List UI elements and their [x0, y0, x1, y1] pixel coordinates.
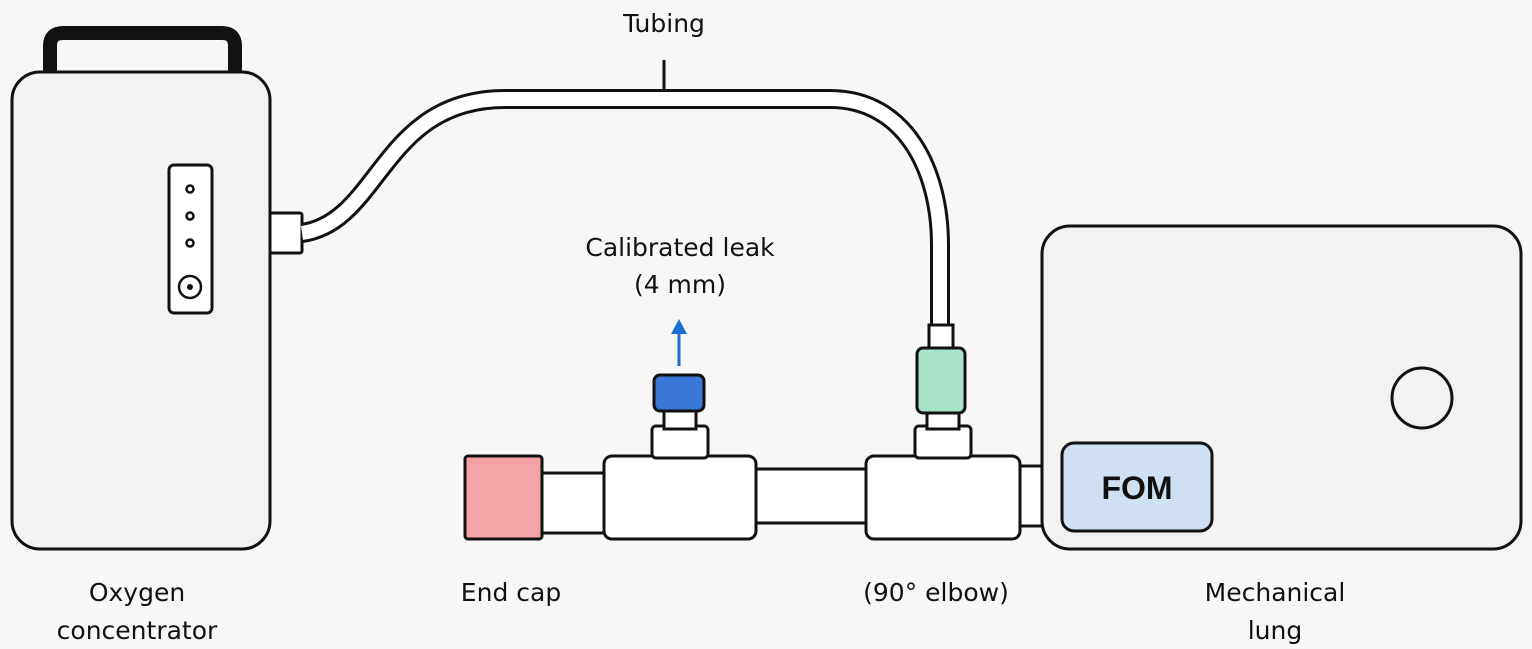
- mechanical-lung: FOM: [1040, 224, 1523, 551]
- elbow-connector: [915, 346, 967, 415]
- concentrator-body: [10, 70, 272, 551]
- leak-t-piece: [602, 373, 758, 541]
- calibrated-leak-port: [652, 373, 706, 413]
- mechanical-lung-label: Mechanical: [1205, 578, 1346, 607]
- indicator-light: [185, 238, 195, 248]
- indicator-light: [185, 211, 195, 221]
- outlet-connector: [268, 211, 304, 255]
- elbow-label: (90° elbow): [863, 578, 1009, 607]
- elbow-t-piece: [864, 323, 1022, 541]
- concentrator-handle: [43, 26, 242, 76]
- end-cap-label: End cap: [461, 578, 561, 607]
- mechanical-lung-label-line2: lung: [1248, 616, 1303, 645]
- oxygen-concentrator-label: Oxygen: [89, 578, 185, 607]
- calibrated-leak-label: Calibrated leak: [585, 233, 775, 262]
- indicator-light: [185, 184, 195, 194]
- fom-label: FOM: [1101, 470, 1172, 506]
- fom-box: [1060, 441, 1214, 533]
- tubing-label: Tubing: [622, 9, 705, 38]
- arrow-up-icon: [671, 319, 687, 366]
- end-cap: [463, 454, 544, 541]
- power-button-icon: [177, 274, 203, 300]
- calibrated-leak-size-label: (4 mm): [634, 270, 726, 299]
- tubing: [300, 60, 950, 325]
- oxygen-concentrator-label-line2: concentrator: [57, 616, 218, 645]
- lung-dial: [1390, 366, 1454, 430]
- oxygen-concentrator: [10, 26, 304, 551]
